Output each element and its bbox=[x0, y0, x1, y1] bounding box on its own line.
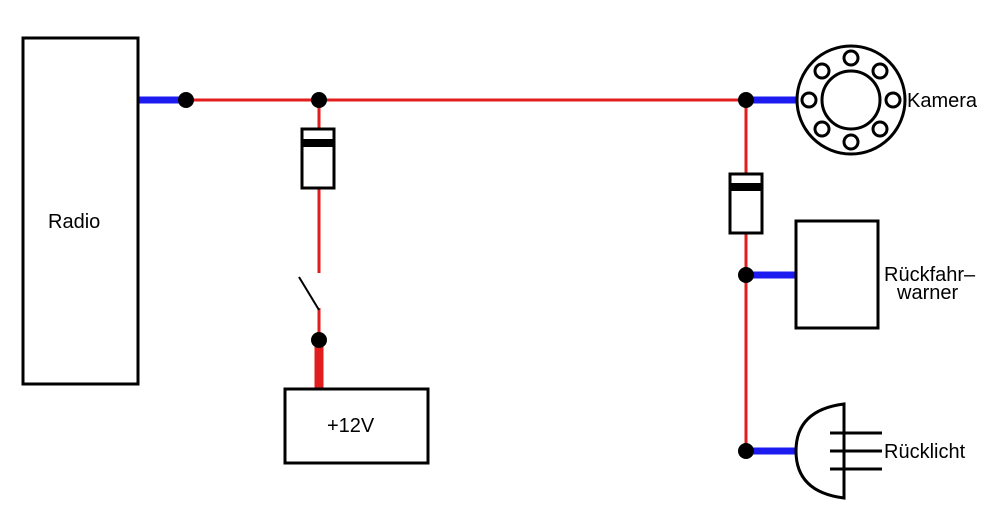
junction-dot bbox=[178, 92, 194, 108]
junction-dot bbox=[738, 267, 754, 283]
warner-label-line2: warner bbox=[896, 282, 958, 304]
warner-box bbox=[794, 219, 880, 330]
power-label: +12V bbox=[327, 415, 375, 437]
radio-label: Radio bbox=[48, 211, 100, 233]
junction-dot bbox=[311, 92, 327, 108]
junction-dot bbox=[738, 92, 754, 108]
diode-1 bbox=[300, 127, 336, 190]
camera-symbol bbox=[795, 44, 907, 156]
radio-box: Radio bbox=[21, 36, 140, 386]
power-box: +12V bbox=[283, 387, 430, 465]
junction-dot bbox=[738, 443, 754, 459]
junction-dot bbox=[311, 332, 327, 348]
diode-2 bbox=[728, 172, 764, 235]
red-wires bbox=[186, 98, 748, 451]
lamp-symbol bbox=[794, 402, 882, 500]
light-label: Rücklicht bbox=[884, 441, 966, 463]
camera-label: Kamera bbox=[907, 90, 978, 112]
junction-dots bbox=[178, 92, 754, 459]
switch-lever bbox=[298, 276, 320, 311]
blue-leads bbox=[139, 96, 796, 455]
warner-label-line1: Rückfahr– bbox=[884, 264, 976, 286]
